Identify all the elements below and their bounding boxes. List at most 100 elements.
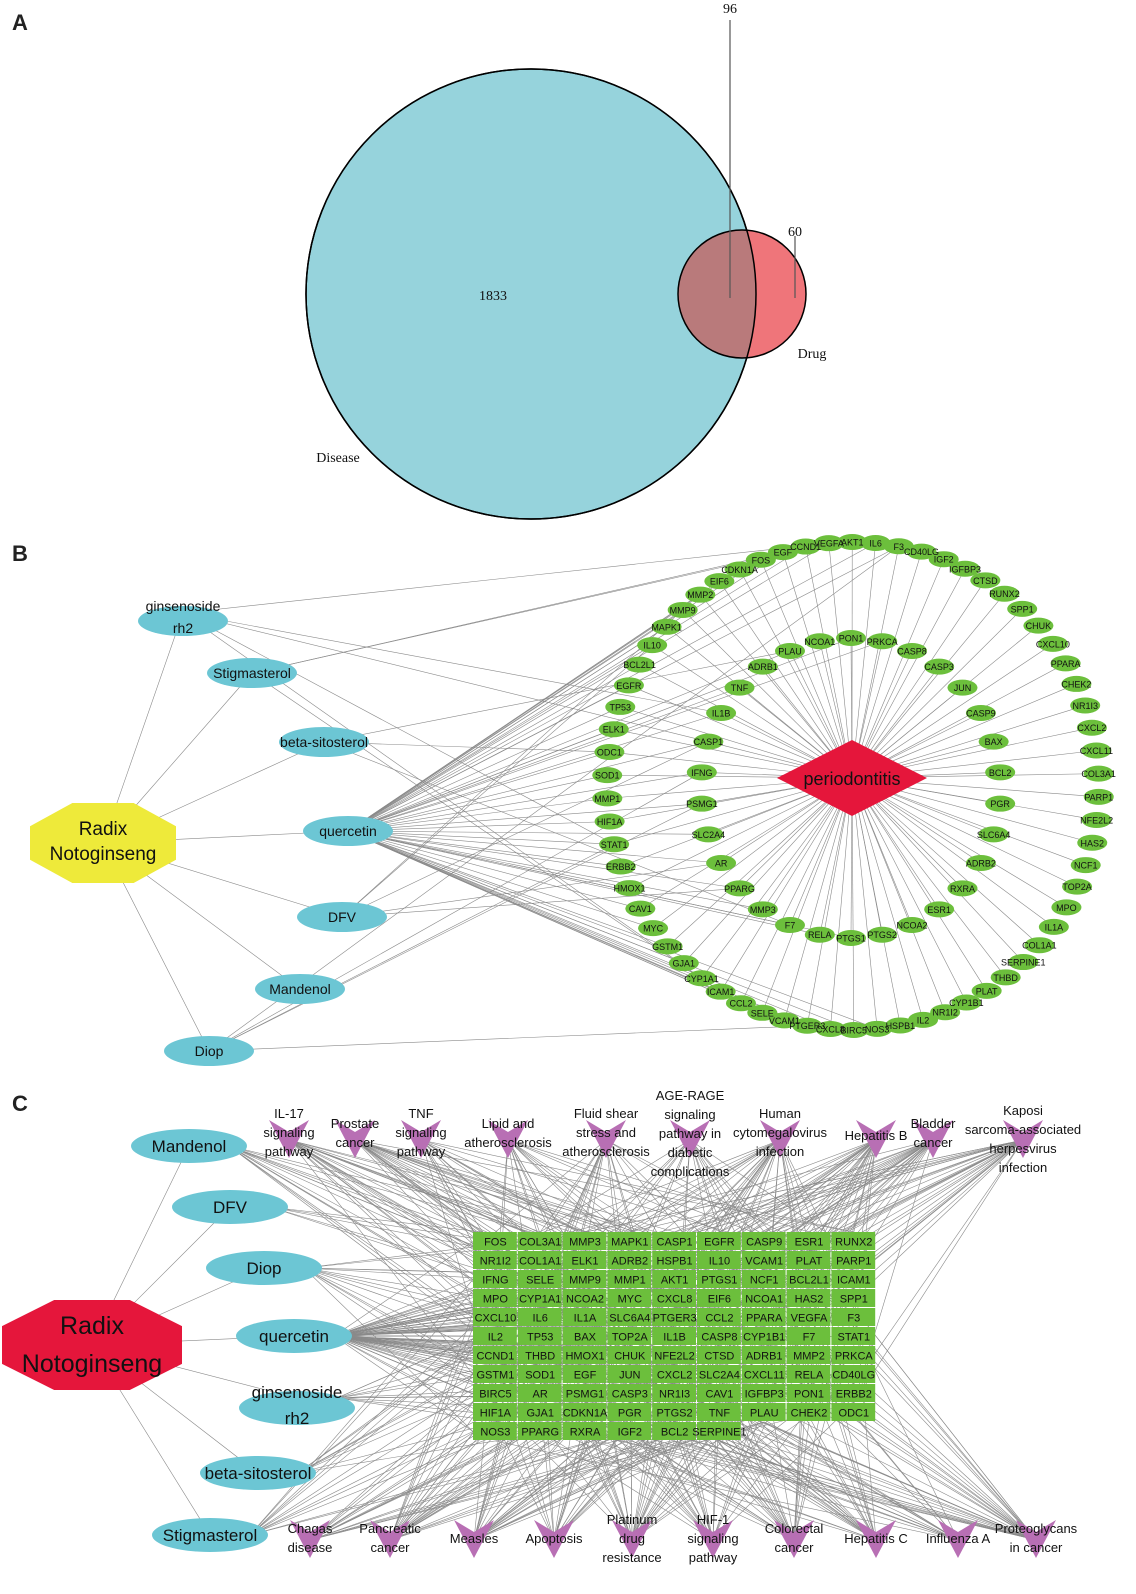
gene-cell[interactable]	[741, 1308, 786, 1326]
compound-node[interactable]	[279, 727, 369, 757]
gene-node[interactable]	[767, 544, 798, 561]
gene-node[interactable]	[883, 538, 914, 555]
gene-cell[interactable]	[517, 1327, 562, 1345]
gene-cell[interactable]	[786, 1251, 831, 1269]
gene-cell[interactable]	[652, 1346, 696, 1364]
pathway-node[interactable]	[370, 1520, 410, 1558]
gene-node[interactable]	[860, 535, 891, 552]
gene-cell[interactable]	[786, 1346, 831, 1364]
gene-node[interactable]	[747, 1004, 778, 1021]
gene-cell[interactable]	[652, 1327, 696, 1345]
pathway-node[interactable]	[670, 1120, 710, 1158]
gene-node[interactable]	[837, 534, 868, 551]
gene-cell[interactable]	[517, 1289, 562, 1307]
gene-node[interactable]	[592, 767, 623, 784]
gene-cell[interactable]	[697, 1270, 741, 1288]
gene-cell[interactable]	[786, 1327, 831, 1345]
pathway-node[interactable]	[269, 1120, 309, 1158]
gene-cell[interactable]	[786, 1308, 831, 1326]
gene-cell[interactable]	[473, 1289, 517, 1307]
gene-node[interactable]	[1062, 878, 1093, 895]
gene-cell[interactable]	[607, 1289, 652, 1307]
gene-node[interactable]	[990, 969, 1021, 986]
gene-node[interactable]	[1037, 635, 1068, 652]
compound-node[interactable]	[255, 974, 345, 1004]
gene-node[interactable]	[774, 917, 805, 934]
pathway-node[interactable]	[335, 1120, 375, 1158]
gene-node[interactable]	[1061, 675, 1092, 692]
gene-node[interactable]	[1024, 937, 1055, 954]
gene-cell[interactable]	[607, 1422, 652, 1440]
pathway-node[interactable]	[856, 1120, 896, 1158]
gene-node[interactable]	[724, 561, 755, 578]
pathway-node[interactable]	[856, 1520, 896, 1558]
gene-node[interactable]	[598, 721, 629, 738]
gene-node[interactable]	[1070, 697, 1101, 714]
compound-node[interactable]	[164, 1036, 254, 1066]
gene-node[interactable]	[1038, 918, 1069, 935]
gene-cell[interactable]	[562, 1232, 607, 1250]
gene-node[interactable]	[1008, 954, 1039, 971]
gene-node[interactable]	[747, 658, 778, 675]
gene-node[interactable]	[897, 917, 928, 934]
gene-node[interactable]	[930, 1004, 961, 1021]
gene-cell[interactable]	[562, 1327, 607, 1345]
gene-node[interactable]	[836, 630, 866, 646]
gene-node[interactable]	[989, 585, 1020, 602]
gene-node[interactable]	[815, 1020, 846, 1037]
gene-cell[interactable]	[473, 1327, 517, 1345]
gene-node[interactable]	[725, 995, 756, 1012]
gene-cell[interactable]	[517, 1308, 562, 1326]
gene-node[interactable]	[978, 826, 1009, 843]
pathway-node[interactable]	[454, 1520, 494, 1558]
gene-node[interactable]	[928, 551, 959, 568]
gene-node[interactable]	[724, 880, 755, 897]
gene-cell[interactable]	[562, 1384, 607, 1402]
gene-node[interactable]	[625, 900, 656, 917]
gene-cell[interactable]	[607, 1384, 652, 1402]
compound-node[interactable]	[131, 1129, 247, 1163]
gene-cell[interactable]	[562, 1346, 607, 1364]
gene-cell[interactable]	[517, 1232, 562, 1250]
gene-cell[interactable]	[831, 1270, 876, 1288]
gene-cell[interactable]	[831, 1384, 876, 1402]
gene-node[interactable]	[1007, 600, 1038, 617]
gene-cell[interactable]	[786, 1232, 831, 1250]
gene-cell[interactable]	[741, 1365, 786, 1383]
gene-node[interactable]	[706, 855, 737, 871]
gene-cell[interactable]	[473, 1346, 517, 1364]
compound-node[interactable]	[297, 902, 387, 932]
gene-node[interactable]	[970, 572, 1001, 589]
compound-node[interactable]	[239, 1391, 355, 1425]
gene-node[interactable]	[638, 920, 669, 937]
gene-cell[interactable]	[562, 1403, 607, 1421]
gene-cell[interactable]	[786, 1384, 831, 1402]
gene-cell[interactable]	[831, 1289, 876, 1307]
gene-node[interactable]	[862, 1020, 893, 1037]
gene-cell[interactable]	[607, 1251, 652, 1269]
gene-node[interactable]	[747, 901, 778, 918]
gene-cell[interactable]	[473, 1232, 517, 1250]
gene-node[interactable]	[1023, 617, 1054, 634]
gene-cell[interactable]	[607, 1270, 652, 1288]
gene-node[interactable]	[947, 679, 978, 696]
gene-cell[interactable]	[473, 1308, 517, 1326]
gene-cell[interactable]	[652, 1384, 696, 1402]
gene-cell[interactable]	[786, 1403, 831, 1421]
gene-node[interactable]	[693, 733, 724, 750]
gene-cell[interactable]	[831, 1308, 876, 1326]
gene-cell[interactable]	[562, 1270, 607, 1288]
gene-node[interactable]	[769, 1012, 800, 1029]
compound-node[interactable]	[152, 1518, 268, 1552]
gene-node[interactable]	[693, 826, 724, 843]
gene-node[interactable]	[705, 983, 736, 1000]
gene-cell[interactable]	[741, 1232, 786, 1250]
gene-node[interactable]	[667, 601, 698, 618]
gene-node[interactable]	[599, 836, 630, 853]
gene-cell[interactable]	[741, 1384, 786, 1402]
gene-cell[interactable]	[697, 1365, 741, 1383]
gene-cell[interactable]	[697, 1422, 741, 1440]
gene-node[interactable]	[1081, 742, 1112, 759]
gene-cell[interactable]	[741, 1251, 786, 1269]
pathway-node[interactable]	[760, 1120, 800, 1158]
